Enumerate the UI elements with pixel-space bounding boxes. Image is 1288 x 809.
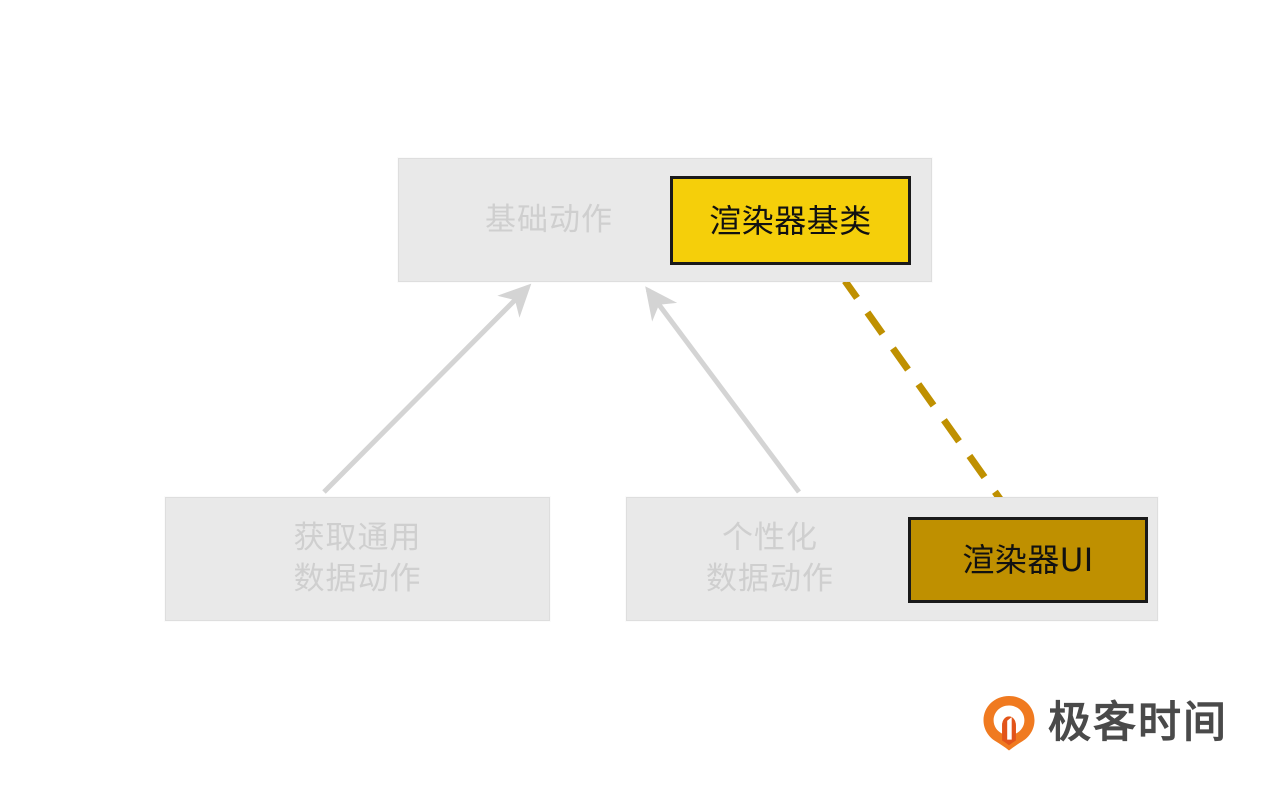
edge-custom-to-base	[645, 286, 802, 494]
geektime-pin-icon	[983, 696, 1035, 751]
edge-ui-to-renderer-base	[826, 262, 1013, 516]
edge-common-to-base	[322, 283, 532, 494]
node-custom-data-action-label: 个性化 数据动作	[706, 520, 834, 597]
node-renderer-base-label: 渲染器基类	[709, 201, 872, 240]
node-renderer-base[interactable]: 渲染器基类	[670, 176, 911, 265]
node-common-data-action[interactable]	[165, 497, 550, 621]
node-base-action-label: 基础动作	[485, 202, 613, 238]
geektime-logo: 极客时间	[982, 694, 1226, 752]
node-renderer-ui-label: 渲染器UI	[962, 541, 1094, 579]
geektime-logo-text: 极客时间	[1048, 698, 1228, 748]
node-renderer-ui[interactable]: 渲染器UI	[908, 517, 1148, 603]
node-common-data-action-label: 获取通用 数据动作	[293, 520, 422, 597]
